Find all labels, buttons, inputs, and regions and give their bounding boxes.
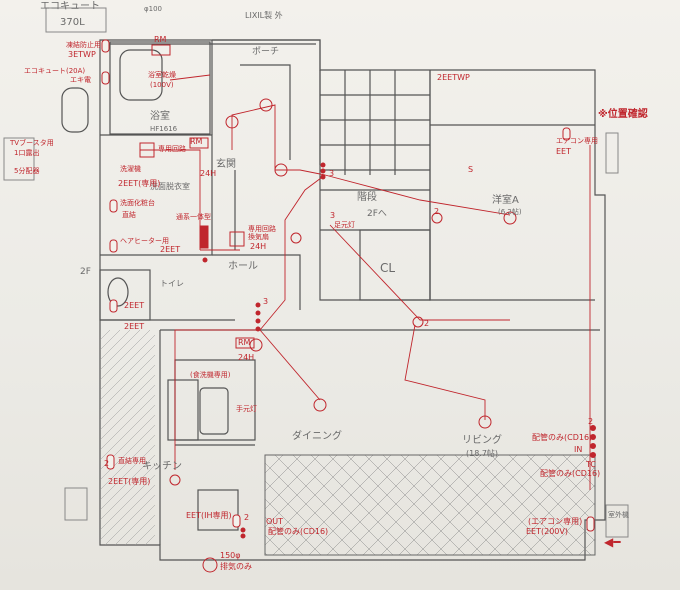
rm-label-wash: RM <box>190 137 203 146</box>
count-three-a: 3 <box>329 169 335 178</box>
outlet-markers <box>202 162 596 539</box>
bath-dryer-voltage: (100V) <box>150 81 174 89</box>
mouth-out-label: 1口露出 <box>14 149 40 157</box>
rm-label-top: RM <box>154 35 167 44</box>
lixil-note: LIXIL製 外 <box>245 11 283 20</box>
floor-2f-b: 2Fへ <box>367 209 387 219</box>
ih-eet-label: EET(IH専用) <box>186 511 232 520</box>
position-check-note: ※位置確認 <box>598 109 648 120</box>
count-two-e: 2 <box>104 459 110 468</box>
count-two-d: 2 <box>244 513 250 522</box>
kitchen-eet-label: 2EET(専用) <box>108 477 151 486</box>
room-kitchen: キッチン <box>142 461 182 472</box>
exhaust-label: 排気のみ <box>220 562 252 571</box>
rm-label-hall: RM <box>238 338 251 347</box>
count-three-b: 3 <box>263 297 269 306</box>
dishwasher-label: (食洗機専用) <box>190 371 231 379</box>
receptacle-symbols <box>101 39 595 532</box>
kitchen-direct-label: 直結専用 <box>118 457 146 465</box>
room-western-size: (6.2帖) <box>498 208 522 216</box>
ventilation-label: 通系一体型 <box>176 213 211 221</box>
room-living: リビング <box>462 435 502 446</box>
duct-150-label: 150φ <box>220 551 241 560</box>
three-etwp-label: 3ETWP <box>68 50 96 59</box>
in-label: IN <box>574 445 583 454</box>
fixture-symbols <box>3 7 629 573</box>
eet-200v-label: EET(200V) <box>526 527 568 536</box>
count-three-c: 3 <box>330 211 336 220</box>
ac-dedicated-label: (エアコン専用) <box>528 517 583 526</box>
washer-label: 洗濯機 <box>120 165 141 173</box>
pipe-cd16-c: 配管のみ(CD16) <box>540 469 601 478</box>
toilet-eet-b: 2EET <box>124 322 145 331</box>
title-block-capacity: 370L <box>60 17 85 28</box>
duct-diameter-100: φ100 <box>144 5 162 13</box>
sensor-s-label: S <box>468 165 474 174</box>
bath-dryer-label: 浴室乾燥 <box>148 71 176 79</box>
wiring-lines <box>140 74 591 490</box>
room-porch: ポーチ <box>252 47 280 57</box>
ac-label: エアコン専用 <box>556 137 598 145</box>
heater-label: ヘアヒーター用 <box>120 237 169 245</box>
outdoor-unit-label: 室外機 <box>608 511 629 519</box>
room-hall: ホール <box>228 261 258 272</box>
room-bath: 浴室 <box>150 111 170 122</box>
room-living-size: (18.7帖) <box>466 449 499 458</box>
h24-label-a: 24H <box>200 169 217 178</box>
under-light-label: 手元灯 <box>236 405 257 413</box>
pipe-cd16-a: 配管のみ(CD16) <box>268 527 329 536</box>
lattice-floor <box>264 454 596 556</box>
hatched-area <box>100 330 155 545</box>
count-two-b: 2 <box>424 319 430 328</box>
antifreeze-label: 凍結防止用 <box>66 41 101 49</box>
room-closet: CL <box>380 261 396 275</box>
room-dining: ダイニング <box>292 431 342 442</box>
tc-label: TC <box>586 460 597 469</box>
room-washroom: 洗面脱衣室 <box>150 182 190 191</box>
room-stairs: 階段 <box>357 192 377 203</box>
ecocute-20a-label: エコキュート(20A) <box>24 67 86 75</box>
ac-eet-label: EET <box>556 147 571 156</box>
foot-lamp-label: 足元灯 <box>334 221 355 229</box>
washbasin-label: 洗面化粧台 <box>120 199 155 207</box>
distributor-label: 5分配器 <box>14 167 40 175</box>
washer-eet-label: 2EET(専用) <box>118 179 161 188</box>
out-label: OUT <box>266 517 284 526</box>
toilet-eet-a: 2EET <box>124 301 145 310</box>
dedicated-circuit2-label: 専用回路 <box>248 225 276 233</box>
h24-label-c: 24H <box>238 353 255 362</box>
tv-booster-label: TVブースタ用 <box>10 139 54 147</box>
count-two-c: 2 <box>588 417 594 426</box>
arrow-left-icon: ◀━ <box>604 535 621 549</box>
eet-wp-top: 2EETWP <box>437 73 470 82</box>
h24-label-b: 24H <box>250 242 267 251</box>
room-entrance: 玄関 <box>216 159 236 170</box>
floor-2f-a: 2F <box>80 267 91 277</box>
pipe-cd16-b: 配管のみ(CD16) <box>532 433 593 442</box>
dedicated-circuit-label: 専用回路 <box>158 145 186 153</box>
heater-eet-label: 2EET <box>160 245 181 254</box>
room-toilet: トイレ <box>160 279 184 288</box>
ekiden-label: エキ電 <box>70 76 91 84</box>
fan-label: 換気扇 <box>248 233 269 241</box>
title-block-name: エコキュート <box>40 1 100 12</box>
room-bath-size: HF1616 <box>150 125 178 133</box>
count-two-a: 2 <box>434 207 440 216</box>
room-western: 洋室A <box>492 195 519 206</box>
washbasin-direct-label: 直結 <box>122 211 136 219</box>
